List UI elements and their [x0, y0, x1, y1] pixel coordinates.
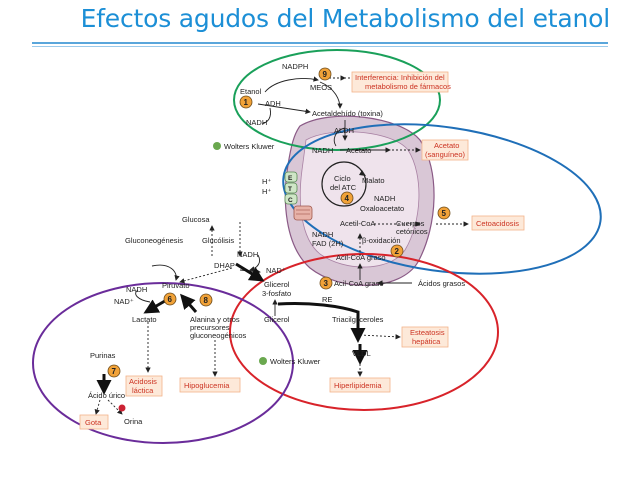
label-glicerol: Glicerol [264, 315, 290, 324]
label-meos: MEOS [310, 83, 332, 92]
green-ellipse [233, 49, 441, 151]
label-gluconeogenesis: Gluconeogénesis [125, 236, 183, 245]
title-rule [32, 42, 608, 44]
label-glicerol-3f-b: 3-fosfato [262, 289, 291, 298]
label-acetilcoa: Acetil-CoA [340, 219, 375, 228]
badge-2: 2 [395, 247, 400, 256]
box-acidosis-2: láctica [132, 386, 154, 395]
etc-complex: E T C [284, 171, 313, 221]
label-etanol: Etanol [240, 87, 262, 96]
label-nadh-4: NADH [312, 230, 333, 239]
label-nad-1: NAD⁺ [266, 266, 286, 275]
label-adh: ADH [265, 99, 281, 108]
label-acido-urico: Ácido úrico [88, 391, 125, 400]
effect-boxes: Interferencia: Inhibición del metabolism… [79, 71, 525, 430]
title-rule-thin [32, 46, 608, 47]
label-re: RE [322, 295, 332, 304]
box-gota: Gota [85, 418, 102, 427]
labels: NADPH MEOS Etanol ADH NADH Acetaldehído … [88, 62, 465, 426]
step-badges: 1 2 3 4 5 6 7 8 9 [107, 67, 451, 378]
label-del-atc: del ATC [330, 183, 357, 192]
badge-8: 8 [204, 296, 209, 305]
box-acetato-2: (sanguíneo) [425, 150, 466, 159]
label-malato: Malato [362, 176, 385, 185]
label-glucolisis: Glucólisis [202, 236, 234, 245]
label-nadh-5: NADH [237, 250, 258, 259]
label-beta-ox: β-oxidación [362, 236, 401, 245]
label-ciclo: Ciclo [334, 174, 351, 183]
label-nadph: NADPH [282, 62, 308, 71]
box-esteatosis-2: hepática [412, 337, 441, 346]
label-acil-graso: Acil-CoA graso [336, 253, 386, 262]
etc-t: T [288, 186, 292, 193]
box-esteatosis-1: Esteatosis [410, 328, 445, 337]
box-hiperlipidemia: Hiperlipidemia [334, 381, 382, 390]
label-cetonicos: cetónicos [396, 227, 428, 236]
label-cuerpos: Cuerpos [396, 219, 425, 228]
label-fad: FAD (2H) [312, 239, 344, 248]
label-acidos-grasos: Ácidos grasos [418, 279, 465, 288]
badge-7: 7 [112, 367, 117, 376]
badge-4: 4 [345, 194, 350, 203]
label-acetato: Acetato [346, 146, 371, 155]
box-interferencia-2: metabolismo de fármacos [365, 82, 451, 91]
wolters-logo-2 [259, 357, 267, 365]
box-acetato-1: Acetato [434, 141, 459, 150]
etc-c: C [288, 197, 293, 204]
label-triacilgliceroles: Triacilgliceroles [332, 315, 384, 324]
label-nadh-6: NADH [126, 285, 147, 294]
badge-9: 9 [323, 70, 328, 79]
label-oxaloacetato: Oxaloacetato [360, 204, 404, 213]
label-glicerol-3f-a: Glicerol [264, 280, 290, 289]
label-glucosa: Glucosa [182, 215, 210, 224]
box-acidosis-1: Acidosis [129, 377, 157, 386]
label-wolters-1: Wolters Kluwer [224, 142, 275, 151]
label-nad-2: NAD⁺ [114, 297, 134, 306]
label-alanina-1: Alanina y otros [190, 315, 240, 324]
badge-5: 5 [442, 209, 447, 218]
page-title: Efectos agudos del Metabolismo del etano… [80, 4, 611, 33]
blue-ellipse [282, 123, 602, 275]
badge-3: 3 [324, 279, 329, 288]
label-acetaldehido: Acetaldehído (toxina) [312, 109, 383, 118]
tca-cycle [321, 161, 367, 207]
label-acil-graso-2: Acil-CoA graso [334, 279, 384, 288]
label-wolters-2: Wolters Kluwer [270, 357, 321, 366]
red-ellipse [229, 253, 499, 411]
label-h-2: H⁺ [262, 187, 271, 196]
label-nadh-1: NADH [246, 118, 267, 127]
label-purinas: Purinas [90, 351, 116, 360]
etc-e: E [288, 175, 293, 182]
purple-ellipse [32, 282, 294, 444]
label-h-1: H⁺ [262, 177, 271, 186]
badge-1: 1 [244, 98, 249, 107]
label-alanina-2: precursores [190, 323, 230, 332]
label-alanina-3: gluconeogénicos [190, 331, 247, 340]
label-nadh-3: NADH [374, 194, 395, 203]
box-cetoacidosis: Cetoacidosis [476, 219, 519, 228]
label-vldl: VLDL [352, 349, 371, 358]
wolters-logo-1 [213, 142, 221, 150]
box-interferencia-1: Interferencia: Inhibición del [355, 73, 445, 82]
box-hipoglucemia: Hipoglucemia [184, 381, 230, 390]
inhibit-icon [118, 404, 126, 412]
label-aldh: ALDH [334, 126, 354, 135]
badge-6: 6 [168, 295, 173, 304]
label-dhap: DHAP [214, 261, 235, 270]
pathway-arrows [94, 75, 469, 415]
label-piruvato: Piruvato [162, 281, 190, 290]
label-lactato: Lactato [132, 315, 157, 324]
label-nadh-2: NADH [312, 146, 333, 155]
label-orina: Orina [124, 417, 143, 426]
